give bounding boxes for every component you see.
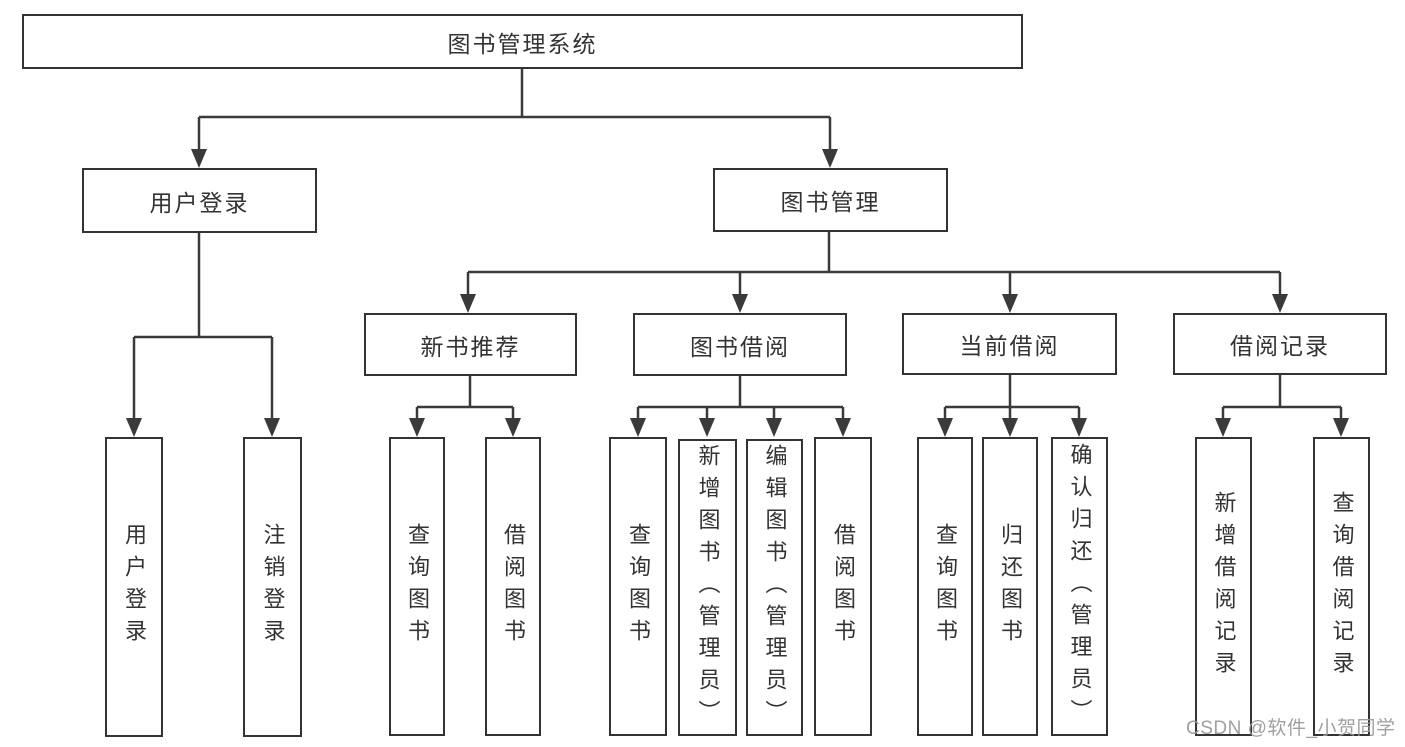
arrow-down-icon	[126, 418, 142, 437]
arrow-down-icon	[191, 149, 207, 168]
leaf-recommend-query-books-label: 查询图书	[405, 522, 430, 651]
node-book-borrowing: 图书借阅	[633, 313, 847, 376]
leaf-logout: 注销登录	[243, 437, 302, 737]
node-book-borrowing-label: 图书借阅	[690, 333, 790, 360]
leaf-logout-label: 注销登录	[260, 523, 286, 651]
arrow-down-icon	[937, 418, 953, 437]
leaf-user-login-label: 用户登录	[122, 523, 147, 651]
node-borrowing-records-label: 借阅记录	[1230, 333, 1330, 359]
arrow-down-icon	[699, 418, 715, 437]
leaf-borrow-books-label: 借阅图书	[831, 522, 856, 651]
node-root-label: 图书管理系统	[447, 30, 598, 57]
arrow-down-icon	[505, 418, 521, 437]
arrow-down-icon	[1002, 294, 1018, 313]
arrow-down-icon	[766, 418, 782, 437]
node-current-borrowing-label: 当前借阅	[959, 333, 1060, 359]
leaf-borrow-query-books: 查询图书	[609, 437, 667, 736]
leaf-recommend-query-books: 查询图书	[389, 437, 445, 736]
leaf-current-query-books: 查询图书	[917, 437, 973, 736]
leaf-query-borrow-record: 查询借阅记录	[1313, 437, 1370, 736]
arrow-down-icon	[460, 294, 476, 313]
node-new-book-recommendation-label: 新书推荐	[420, 333, 521, 360]
leaf-borrow-query-books-label: 查询图书	[626, 522, 651, 651]
arrow-down-icon	[630, 418, 646, 437]
leaf-user-login: 用户登录	[105, 437, 163, 737]
arrow-down-icon	[835, 418, 851, 437]
leaf-confirm-return-admin-label: 确认归还（管理员）	[1067, 442, 1093, 731]
leaf-add-borrow-record: 新增借阅记录	[1195, 437, 1252, 736]
node-book-management-label: 图书管理	[780, 189, 881, 215]
node-current-borrowing: 当前借阅	[902, 313, 1117, 375]
node-new-book-recommendation: 新书推荐	[364, 313, 577, 376]
leaf-add-books-admin: 新增图书（管理员）	[678, 439, 737, 736]
arrow-down-icon	[1333, 418, 1349, 437]
arrow-down-icon	[1071, 418, 1087, 437]
node-root: 图书管理系统	[22, 14, 1023, 69]
arrow-down-icon	[1215, 418, 1231, 437]
leaf-add-borrow-record-label: 新增借阅记录	[1211, 490, 1237, 683]
leaf-add-books-admin-label: 新增图书（管理员）	[695, 443, 721, 732]
arrow-down-icon	[732, 294, 748, 313]
arrow-down-icon	[409, 418, 425, 437]
leaf-return-books: 归还图书	[982, 437, 1038, 736]
node-user-login: 用户登录	[82, 168, 317, 233]
leaf-edit-books-admin: 编辑图书（管理员）	[746, 439, 803, 736]
leaf-confirm-return-admin: 确认归还（管理员）	[1051, 437, 1108, 736]
node-borrowing-records: 借阅记录	[1173, 313, 1387, 375]
leaf-return-books-label: 归还图书	[998, 522, 1023, 651]
leaf-recommend-borrow-books-label: 借阅图书	[501, 522, 526, 651]
arrow-down-icon	[264, 418, 280, 437]
csdn-watermark: CSDN @软件_小贺同学	[1186, 718, 1396, 739]
arrow-down-icon	[1272, 294, 1288, 313]
node-user-login-label: 用户登录	[149, 189, 250, 216]
leaf-borrow-books: 借阅图书	[814, 437, 872, 736]
arrow-down-icon	[822, 149, 838, 168]
leaf-recommend-borrow-books: 借阅图书	[485, 437, 541, 736]
node-book-management: 图书管理	[713, 168, 948, 232]
leaf-query-borrow-record-label: 查询借阅记录	[1329, 490, 1355, 683]
leaf-current-query-books-label: 查询图书	[933, 522, 958, 651]
arrow-down-icon	[1002, 418, 1018, 437]
leaf-edit-books-admin-label: 编辑图书（管理员）	[762, 443, 788, 732]
